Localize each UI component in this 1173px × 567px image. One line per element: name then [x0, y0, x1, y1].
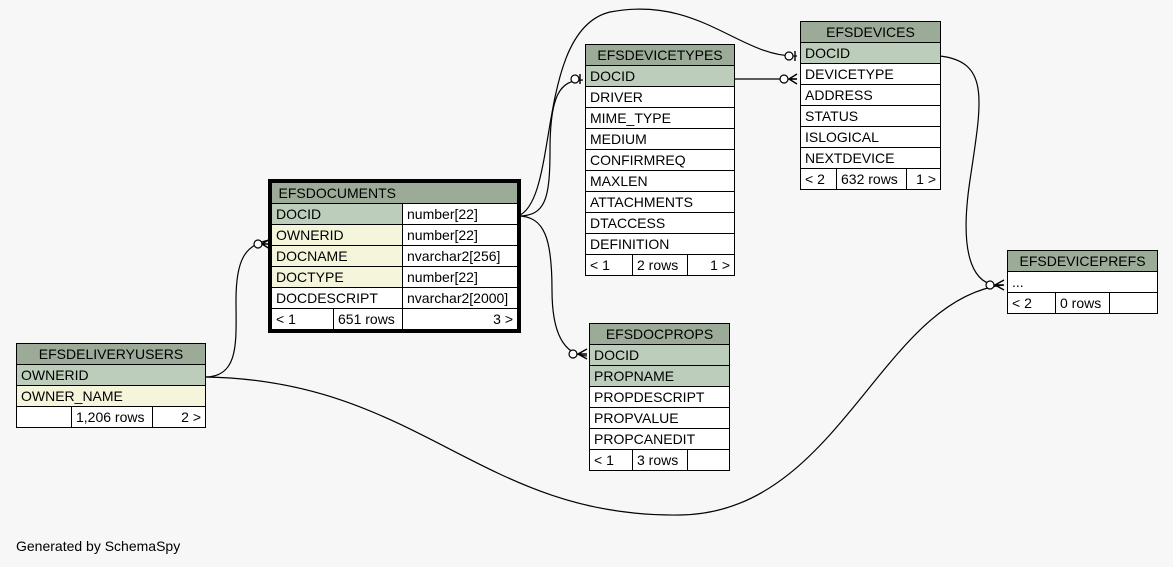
column-docid[interactable]: DOCID [584, 65, 736, 87]
row-count: 1,206 rows [71, 406, 153, 428]
column-type: nvarchar2[256] [402, 245, 519, 267]
column-docid[interactable]: DOCID [270, 203, 404, 225]
children-link[interactable]: 3 > [402, 308, 519, 330]
edge-marker [788, 73, 798, 85]
column-ownerid[interactable]: OWNERID [16, 364, 206, 386]
column-maxlen[interactable]: MAXLEN [584, 170, 736, 192]
column-attachments[interactable]: ATTACHMENTS [584, 191, 736, 213]
column-docid[interactable]: DOCID [588, 344, 731, 366]
parents-link[interactable]: < 2 [1007, 292, 1056, 314]
table-title[interactable]: EFSDOCPROPS [588, 323, 731, 345]
parents-link[interactable]: < 1 [271, 308, 334, 330]
table-title[interactable]: EFSDEVICES [799, 21, 942, 43]
column-devicetype[interactable]: DEVICETYPE [799, 63, 942, 85]
children-link[interactable]: 1 > [905, 168, 942, 190]
edge-marker [994, 279, 1005, 291]
edge-marker [253, 239, 263, 249]
column-definition[interactable]: DEFINITION [584, 233, 736, 255]
row-count: 651 rows [332, 308, 404, 330]
row-count: 632 rows [836, 168, 907, 190]
column-type: number[22] [402, 224, 519, 246]
column-mime-type[interactable]: MIME_TYPE [584, 107, 736, 129]
row-count: 3 rows [632, 449, 688, 471]
edge-marker [577, 348, 588, 360]
edge-deliveryusers-deviceprefs [204, 284, 1004, 516]
column-islogical[interactable]: ISLOGICAL [799, 126, 942, 148]
parents-link[interactable]: < 2 [800, 168, 837, 190]
edge-marker [261, 238, 271, 250]
table-title[interactable]: EFSDEVICETYPES [584, 44, 736, 66]
edge-marker [985, 280, 995, 290]
column-owner-name[interactable]: OWNER_NAME [16, 385, 206, 407]
table-efsdocuments[interactable]: EFSDOCUMENTS DOCID number[22] OWNERID nu… [267, 179, 522, 333]
table-title[interactable]: EFSDELIVERYUSERS [16, 343, 206, 365]
column-type: nvarchar2[2000] [402, 287, 519, 309]
children-link[interactable]: 2 > [152, 406, 206, 428]
column-propname[interactable]: PROPNAME [588, 365, 731, 387]
column-docdescript[interactable]: DOCDESCRIPT [270, 287, 404, 309]
table-title[interactable]: EFSDEVICEPREFS [1006, 250, 1159, 272]
column-ownerid[interactable]: OWNERID [270, 224, 404, 246]
edge-devices-deviceprefs [939, 55, 1004, 286]
edge-marker [570, 74, 580, 84]
column-ellipsis[interactable]: ... [1006, 271, 1159, 293]
children-link[interactable] [686, 449, 731, 471]
row-count: 2 rows [632, 254, 688, 276]
column-nextdevice[interactable]: NEXTDEVICE [799, 147, 942, 169]
table-efsdeviceprefs[interactable]: EFSDEVICEPREFS ... < 2 0 rows [1006, 250, 1159, 314]
column-status[interactable]: STATUS [799, 105, 942, 127]
table-title[interactable]: EFSDOCUMENTS [270, 182, 403, 204]
column-docname[interactable]: DOCNAME [270, 245, 404, 267]
children-link[interactable]: 1 > [686, 254, 736, 276]
column-type: number[22] [402, 203, 519, 225]
column-confirmreq[interactable]: CONFIRMREQ [584, 149, 736, 171]
column-driver[interactable]: DRIVER [584, 86, 736, 108]
table-efsdeliveryusers[interactable]: EFSDELIVERYUSERS OWNERID OWNER_NAME 1,20… [16, 343, 206, 428]
edge-marker [779, 74, 789, 84]
column-doctype[interactable]: DOCTYPE [270, 266, 404, 288]
parents-link[interactable] [16, 406, 72, 428]
children-link[interactable] [1108, 292, 1159, 314]
edge-marker [568, 349, 578, 359]
row-count: 0 rows [1055, 292, 1110, 314]
column-propvalue[interactable]: PROPVALUE [588, 407, 731, 429]
edge-documents-devices [517, 8, 798, 217]
column-propcanedit[interactable]: PROPCANEDIT [588, 428, 731, 450]
column-medium[interactable]: MEDIUM [584, 128, 736, 150]
table-efsdevices[interactable]: EFSDEVICES DOCID DEVICETYPE ADDRESS STAT… [799, 21, 942, 190]
column-dtaccess[interactable]: DTACCESS [584, 212, 736, 234]
column-propdescript[interactable]: PROPDESCRIPT [588, 386, 731, 408]
edge-marker [784, 51, 794, 61]
parents-link[interactable]: < 1 [585, 254, 633, 276]
parents-link[interactable]: < 1 [589, 449, 633, 471]
edge-documents-docprops [517, 215, 588, 357]
table-efsdocprops[interactable]: EFSDOCPROPS DOCID PROPNAME PROPDESCRIPT … [588, 323, 731, 471]
generated-by-label: Generated by SchemaSpy [16, 538, 181, 554]
edge-deliveryusers-documents [204, 239, 271, 378]
column-type: number[22] [402, 266, 519, 288]
edge-documents-devicetypes [517, 79, 584, 217]
column-address[interactable]: ADDRESS [799, 84, 942, 106]
table-efsdevicetypes[interactable]: EFSDEVICETYPES DOCID DRIVER MIME_TYPE ME… [584, 44, 736, 276]
column-docid[interactable]: DOCID [799, 42, 942, 64]
